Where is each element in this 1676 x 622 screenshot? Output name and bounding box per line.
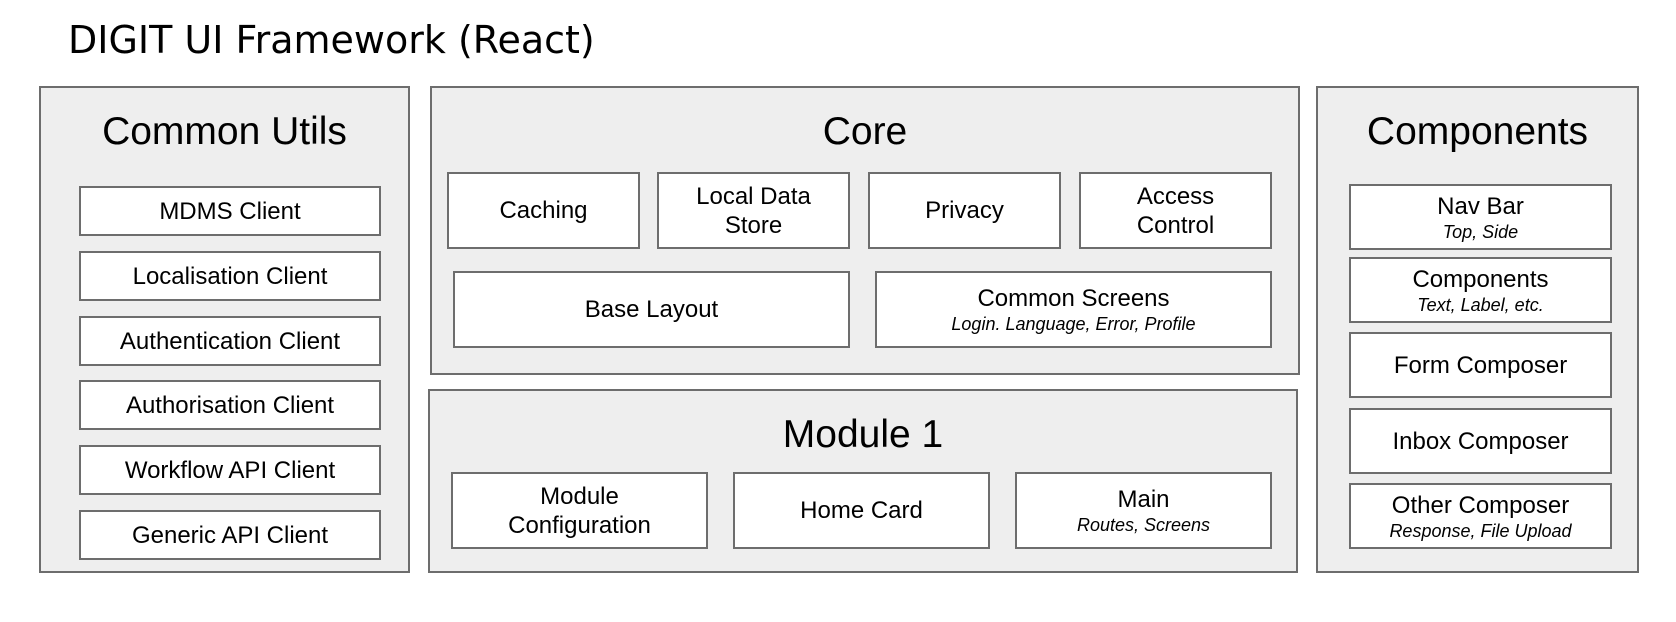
common-utils-panel: Common Utils MDMS Client Localisation Cl… (39, 86, 410, 573)
components-box: Components Text, Label, etc. (1349, 257, 1612, 323)
other-composer-box: Other Composer Response, File Upload (1349, 483, 1612, 549)
common-screens-box: Common Screens Login. Language, Error, P… (875, 271, 1272, 348)
common-utils-title: Common Utils (102, 110, 347, 153)
form-composer-box: Form Composer (1349, 332, 1612, 398)
authentication-client-box: Authentication Client (79, 316, 381, 366)
privacy-box: Privacy (868, 172, 1061, 249)
mdms-client-box: MDMS Client (79, 186, 381, 236)
localisation-client-box: Localisation Client (79, 251, 381, 301)
nav-bar-box: Nav Bar Top, Side (1349, 184, 1612, 250)
home-card-box: Home Card (733, 472, 990, 549)
authorisation-client-box: Authorisation Client (79, 380, 381, 430)
base-layout-box: Base Layout (453, 271, 850, 348)
components-panel: Components Nav Bar Top, Side Components … (1316, 86, 1639, 573)
workflow-api-client-box: Workflow API Client (79, 445, 381, 495)
core-title: Core (822, 110, 908, 153)
module1-title: Module 1 (782, 413, 944, 456)
inbox-composer-box: Inbox Composer (1349, 408, 1612, 474)
page-title: DIGIT UI Framework (React) (68, 18, 595, 62)
components-title: Components (1366, 110, 1589, 153)
caching-box: Caching (447, 172, 640, 249)
main-box: Main Routes, Screens (1015, 472, 1272, 549)
generic-api-client-box: Generic API Client (79, 510, 381, 560)
